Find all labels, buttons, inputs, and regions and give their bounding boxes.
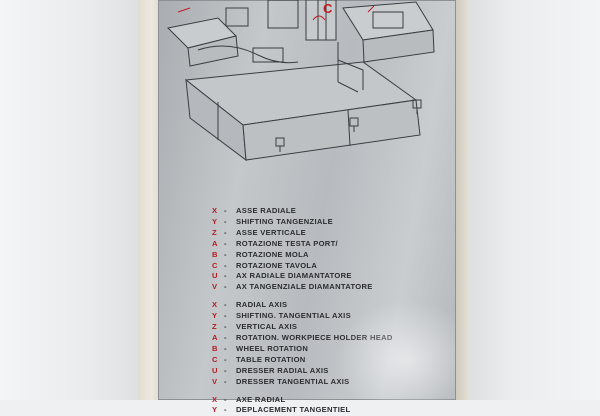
legend-row: C-ROTAZIONE TAVOLA	[212, 261, 452, 272]
legend-row: V-AX TANGENZIALE DIAMANTATORE	[212, 282, 452, 293]
legend-row: Y-DEPLACEMENT TANGENTIEL	[212, 405, 452, 416]
legend-row: A-ROTAZIONE TESTA PORT/	[212, 239, 452, 250]
light-glare	[335, 300, 455, 400]
axis-label-c: C	[323, 1, 332, 16]
legend-row: Y-SHIFTING TANGENZIALE	[212, 217, 452, 228]
legend-row: Z-ASSE VERTICALE	[212, 228, 452, 239]
legend-row: U-AX RADIALE DIAMANTATORE	[212, 271, 452, 282]
background-wall-left	[0, 0, 150, 400]
legend-row: B-ROTAZIONE MOLA	[212, 250, 452, 261]
machine-drawing	[158, 0, 456, 200]
legend-row: X-ASSE RADIALE	[212, 206, 452, 217]
background-wall-right	[455, 0, 600, 400]
legend-group-italian: X-ASSE RADIALE Y-SHIFTING TANGENZIALE Z-…	[212, 206, 452, 293]
